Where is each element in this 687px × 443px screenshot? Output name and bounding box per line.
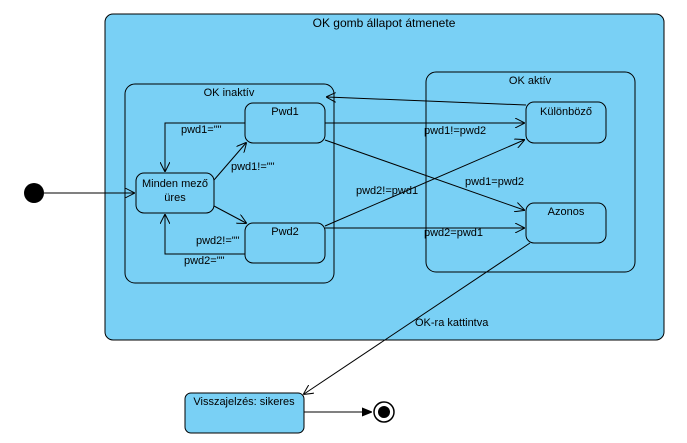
- state-feedback-success: [184, 392, 305, 434]
- state-all-fields-empty: [135, 172, 215, 214]
- label-pwd2-eq-pwd1: pwd2=pwd1: [424, 227, 483, 239]
- edge-empty-to-pwd2: [213, 205, 246, 223]
- label-pwd1-eq-pwd2: pwd1=pwd2: [465, 176, 524, 188]
- initial-state: [24, 183, 44, 203]
- state-feedback-success-label: Visszajelzés: sikeres: [193, 396, 295, 408]
- label-pwd2-not-empty: pwd2!="": [196, 235, 240, 247]
- state-same: [525, 202, 607, 244]
- label-pwd2-empty: pwd2="": [184, 255, 225, 267]
- label-pwd1-empty: pwd1="": [181, 124, 222, 136]
- state-different: [525, 101, 607, 144]
- region-ok-inactive-title: OK inaktív: [204, 87, 255, 99]
- edge-pwd2-to-different: [324, 140, 524, 227]
- state-pwd2: [244, 222, 326, 264]
- region-ok-active-title: OK aktív: [509, 75, 552, 87]
- state-all-fields-empty-line1: Minden mező: [142, 178, 208, 190]
- region-ok-inactive: [124, 83, 335, 284]
- edge-empty-to-pwd1: [213, 143, 246, 181]
- edge-same-to-feedback: [304, 242, 531, 394]
- state-different-label: Különböző: [540, 106, 592, 118]
- edge-pwd1-to-empty: [165, 122, 245, 171]
- final-state-inner: [378, 406, 390, 418]
- state-all-fields-empty-line2: üres: [164, 192, 186, 204]
- state-same-label: Azonos: [548, 206, 585, 218]
- label-pwd2-ne-pwd1: pwd2!=pwd1: [356, 185, 418, 197]
- label-pwd1-not-empty: pwd1!="": [231, 161, 275, 173]
- edge-pwd2-to-empty: [165, 215, 245, 255]
- region-ok-active: [425, 71, 636, 273]
- label-ok-clicked: OK-ra kattintva: [415, 317, 489, 329]
- state-pwd1-label: Pwd1: [271, 106, 299, 118]
- label-pwd1-ne-pwd2: pwd1!=pwd2: [424, 125, 486, 137]
- edge-pwd1-to-same: [324, 139, 524, 210]
- state-pwd2-label: Pwd2: [271, 226, 299, 238]
- edge-different-to-pwd1: [327, 97, 527, 106]
- composite-state-title: OK gomb állapot átmenete: [313, 16, 456, 30]
